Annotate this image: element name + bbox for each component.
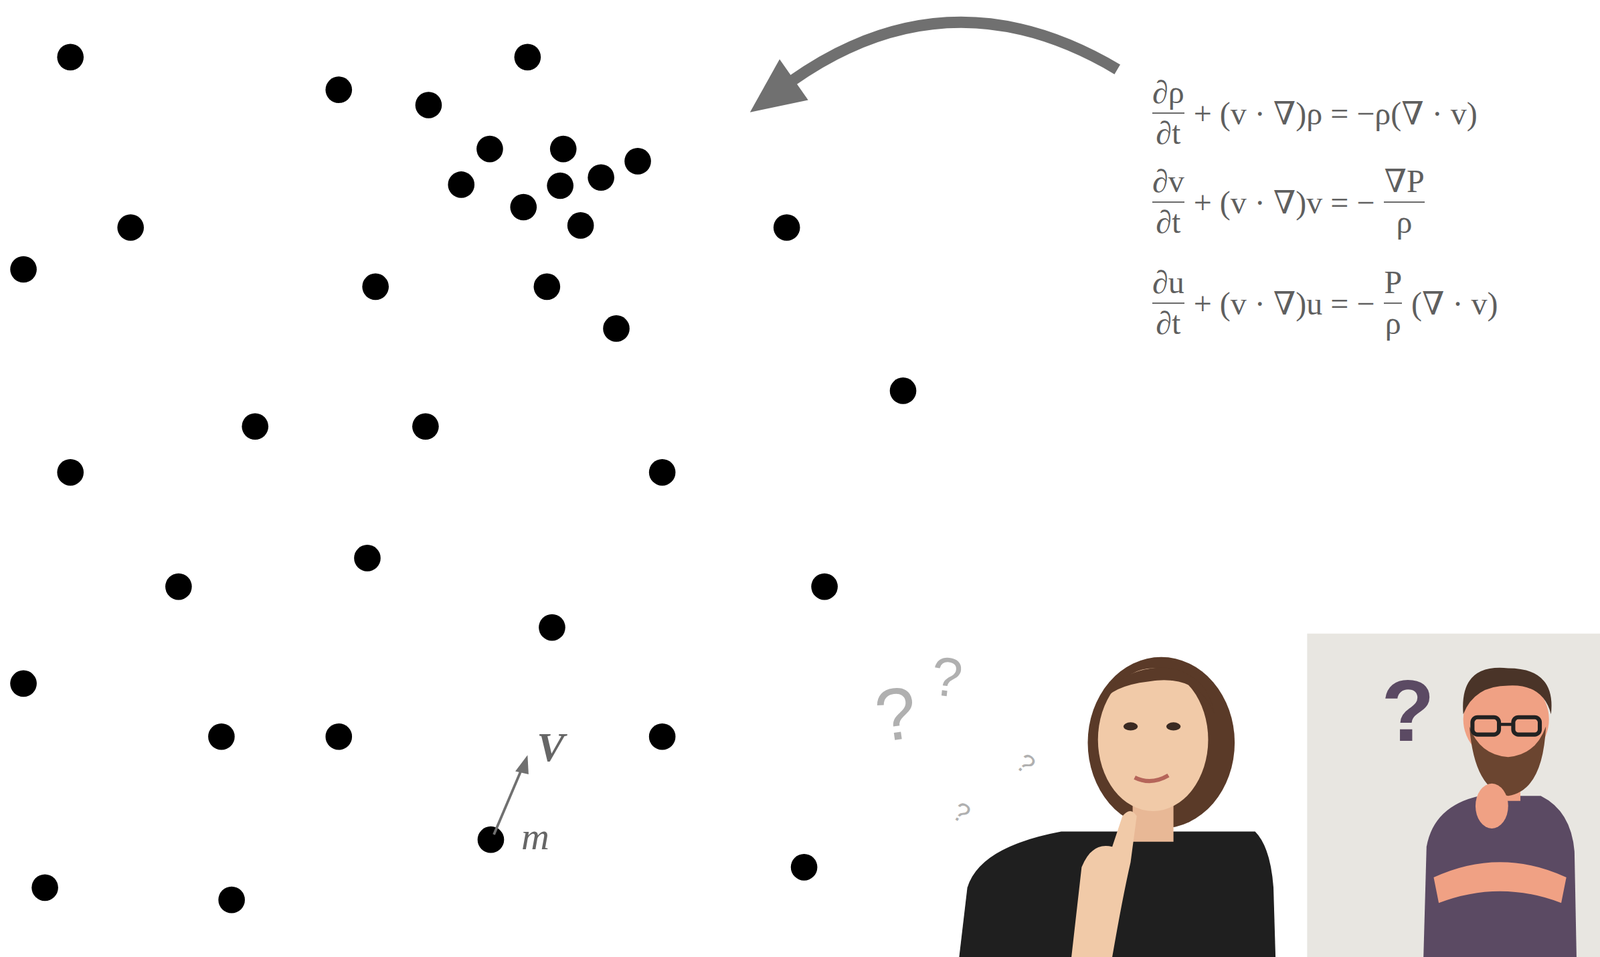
fraction-bar: [1152, 112, 1185, 114]
particles: [10, 44, 917, 914]
equation-text: + (v · ∇)u = −: [1193, 284, 1376, 322]
fraction-bar: [1383, 302, 1402, 304]
numerator: ∇P: [1383, 163, 1425, 200]
curved-arrowhead: [750, 58, 809, 112]
denominator: ∂t: [1155, 204, 1181, 241]
denominator: ρ: [1385, 305, 1402, 342]
man-illustration: [1423, 667, 1577, 957]
mass-label: m: [521, 817, 550, 856]
question-mark: ?: [928, 648, 965, 706]
fraction: ∂ρ ∂t: [1152, 74, 1185, 152]
velocity-arrowhead: [515, 754, 529, 775]
question-mark: ?: [948, 796, 975, 828]
man-panel: [1306, 633, 1600, 957]
fraction: ∂u ∂t: [1152, 264, 1185, 342]
question-mark: ?: [1381, 667, 1435, 755]
equation-text: + (v · ∇)v = −: [1193, 183, 1376, 221]
numerator: P: [1383, 264, 1402, 301]
fraction: Pρ: [1383, 264, 1402, 342]
equation-text: + (v · ∇)ρ = −ρ(∇ · v): [1193, 94, 1478, 132]
velocity-label: V: [536, 726, 565, 768]
fraction: ∇P ρ: [1383, 163, 1425, 241]
numerator: ∂u: [1152, 264, 1185, 301]
question-mark: ?: [870, 674, 922, 753]
denominator: ∂t: [1155, 305, 1181, 342]
numerator: ∂ρ: [1152, 74, 1185, 111]
woman-illustration: [958, 657, 1276, 957]
fraction-bar: [1152, 201, 1185, 203]
fraction-bar: [1383, 201, 1425, 203]
fraction-bar: [1152, 302, 1185, 304]
velocity-arrow: [493, 766, 523, 835]
fraction: ∂v ∂t: [1152, 163, 1185, 241]
question-mark: ?: [1011, 748, 1041, 779]
denominator: ρ: [1396, 204, 1413, 241]
curved-arrow: [790, 22, 1118, 82]
equation-row: ∂ρ ∂t + (v · ∇)ρ = −ρ(∇ · v): [1145, 74, 1481, 152]
equation-text: (∇ · v): [1411, 284, 1498, 322]
equation-row: ∂v ∂t + (v · ∇)v = −∇P ρ: [1145, 163, 1432, 241]
denominator: ∂t: [1155, 115, 1181, 152]
equation-row: ∂u ∂t + (v · ∇)u = −Pρ(∇ · v): [1145, 264, 1501, 342]
numerator: ∂v: [1152, 163, 1185, 200]
